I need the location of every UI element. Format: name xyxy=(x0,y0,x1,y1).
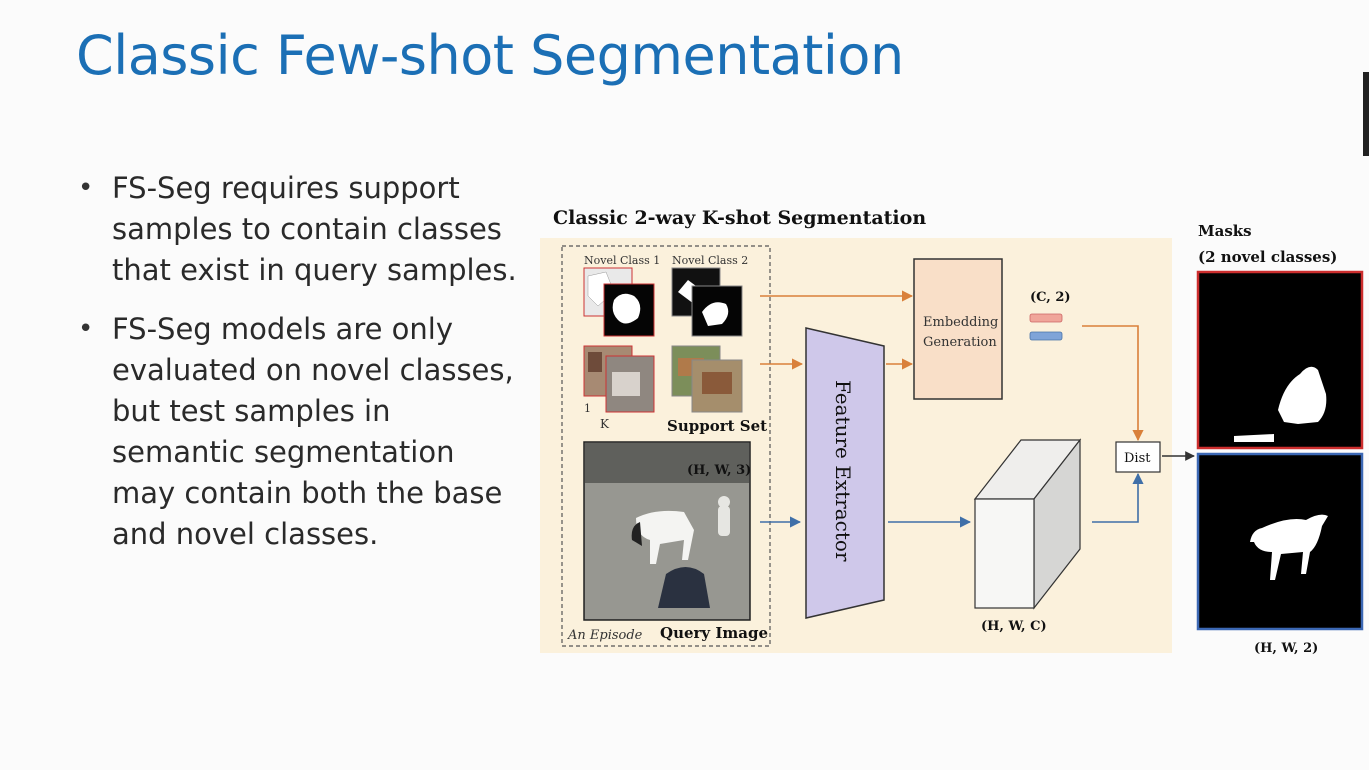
feature-shape-label: (H, W, C) xyxy=(981,619,1047,634)
bullet-evaluation-limitation: FS-Seg models are only evaluated on nove… xyxy=(78,309,518,555)
query-image-label: Query Image xyxy=(660,624,768,642)
feature-extractor-label: Feature Extractor xyxy=(831,380,855,562)
fsseg-diagram: Classic 2-way K-shot Segmentation Novel … xyxy=(540,207,1364,656)
query-shape-label: (H, W, 3) xyxy=(687,463,751,478)
dist-label: Dist xyxy=(1124,451,1151,466)
embedding-vector-class2 xyxy=(1029,331,1063,341)
feature-extractor-block xyxy=(805,327,885,619)
bullet-list: FS-Seg requires support samples to conta… xyxy=(78,168,518,573)
mask-class2 xyxy=(1196,452,1364,631)
embedding-shape-label: (C, 2) xyxy=(1030,290,1071,305)
slide-title: Classic Few-shot Segmentation xyxy=(76,24,904,87)
embedding-label-line1: Embedding xyxy=(923,315,998,330)
support-sample-class1-shotk xyxy=(583,345,655,413)
query-image xyxy=(583,441,751,621)
episode-box xyxy=(561,245,771,647)
mask-shape-label: (H, W, 2) xyxy=(1254,641,1318,656)
masks-title-line2: (2 novel classes) xyxy=(1198,248,1337,266)
mask-class1 xyxy=(1196,270,1364,450)
bullet-support-requirement: FS-Seg requires support samples to conta… xyxy=(78,168,518,291)
support-sample-class2-shot1 xyxy=(671,267,743,337)
episode-label: An Episode xyxy=(567,628,643,643)
masks-title-line1: Masks xyxy=(1198,222,1252,240)
dist-block xyxy=(1115,441,1161,473)
embedding-vector-class1 xyxy=(1029,313,1063,323)
shot-index-k: K xyxy=(600,417,610,431)
arrow-embedding-to-dist xyxy=(1082,325,1144,442)
arrow-features-to-dist xyxy=(1092,472,1144,523)
support-set-label: Support Set xyxy=(667,417,767,435)
feature-map-block xyxy=(973,438,1082,610)
shot-index-1: 1 xyxy=(584,402,591,415)
embedding-generation-block xyxy=(913,258,1003,400)
diagram-title: Classic 2-way K-shot Segmentation xyxy=(553,207,926,229)
support-sample-class2-shotk xyxy=(671,345,743,413)
novel-class-2-label: Novel Class 2 xyxy=(672,254,748,267)
embedding-label-line2: Generation xyxy=(923,335,997,350)
window-edge-strip xyxy=(1363,72,1369,156)
novel-class-1-label: Novel Class 1 xyxy=(584,254,660,267)
support-sample-class1-shot1 xyxy=(583,267,655,337)
